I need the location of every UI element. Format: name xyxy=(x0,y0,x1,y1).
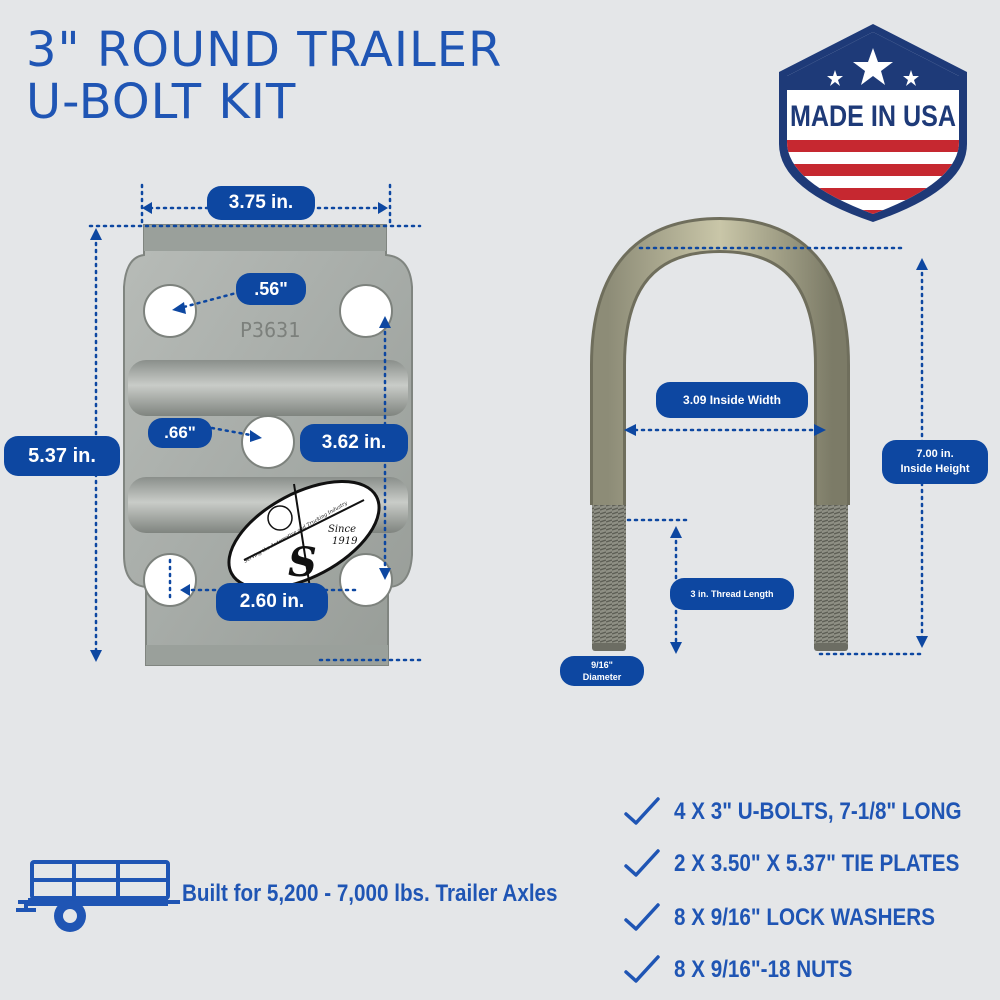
plate-width-label: 3.75 in. xyxy=(207,186,315,220)
hole-spacing-short-label: 2.60 in. xyxy=(216,583,328,621)
inside-height-value: 7.00 in. xyxy=(916,448,954,460)
badge-text: MADE IN USA xyxy=(790,100,956,133)
title-line-1: 3" ROUND TRAILER xyxy=(26,22,503,78)
s-logo: S Since 1919 Serving the Automotive and … xyxy=(227,480,381,590)
center-hole-label: .66" xyxy=(148,418,212,448)
plate-stamp: P3631 xyxy=(240,318,300,342)
trailer-icon xyxy=(16,860,180,932)
page-title: 3" ROUND TRAILER U-BOLT KIT xyxy=(26,24,502,128)
hole-spacing-long-label: 3.62 in. xyxy=(300,424,408,462)
made-in-usa-badge: MADE IN USA xyxy=(779,24,967,222)
hole-diameter-label: .56" xyxy=(236,273,306,305)
plate-hole xyxy=(339,553,393,607)
title-line-2: U-BOLT KIT xyxy=(26,74,297,130)
diameter-label: 9/16" Diameter xyxy=(560,656,644,686)
thread-length-label: 3 in. Thread Length xyxy=(670,578,794,610)
checkmark-icon xyxy=(624,849,660,877)
diameter-value: 9/16" xyxy=(591,660,613,670)
axle-rating-text: Built for 5,200 - 7,000 lbs. Trailer Axl… xyxy=(182,880,558,907)
list-item-text: 8 X 9/16"-18 NUTS xyxy=(674,956,853,983)
list-item-text: 2 X 3.50" X 5.37" TIE PLATES xyxy=(674,850,960,877)
inside-width-label: 3.09 Inside Width xyxy=(656,382,808,418)
plate-height-label: 5.37 in. xyxy=(4,436,120,476)
checkmark-icon xyxy=(624,955,660,983)
list-item: 2 X 3.50" X 5.37" TIE PLATES xyxy=(622,847,1000,881)
diameter-caption: Diameter xyxy=(582,672,622,682)
plate-hole xyxy=(143,284,197,338)
plate-hole xyxy=(339,284,393,338)
u-bolt-image xyxy=(590,216,850,651)
list-item-text: 8 X 9/16" LOCK WASHERS xyxy=(674,904,935,931)
checkmark-icon xyxy=(624,797,660,825)
plate-hole xyxy=(241,415,295,469)
list-item: 8 X 9/16" LOCK WASHERS xyxy=(622,901,977,935)
logo-since: Since xyxy=(328,524,356,535)
checkmark-icon xyxy=(624,903,660,931)
star-icon xyxy=(827,48,919,86)
logo-letter: S xyxy=(288,539,317,586)
inside-height-caption: Inside Height xyxy=(900,463,970,475)
inside-height-label: 7.00 in. Inside Height xyxy=(882,440,988,484)
list-item: 4 X 3" U-BOLTS, 7-1/8" LONG xyxy=(622,795,1000,829)
tie-plate-image: P3631 S Since 1919 Serving the Automotiv… xyxy=(123,224,413,666)
logo-year: 1919 xyxy=(332,536,358,547)
list-item: 8 X 9/16"-18 NUTS xyxy=(622,953,881,987)
list-item-text: 4 X 3" U-BOLTS, 7-1/8" LONG xyxy=(674,798,962,825)
